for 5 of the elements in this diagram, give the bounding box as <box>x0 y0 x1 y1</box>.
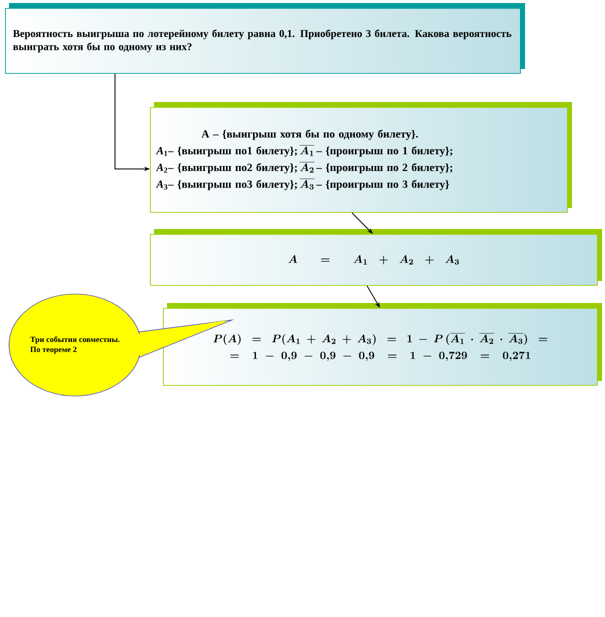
text-box: А – {выигрыш хотя бы по одному билету}. A$_{1}$– {выигрыш по1 билету}; $\overline{A_1}$– {проигрыш по 1 билету}; A$_{2}$– {выигрыш по2 билету}; $\overline{A_2}$– {проигрыш по 2 билету}; A$_{3}$– {выигрыш по3 билету}; $\overline{A_3}$– {проигрыш по 3 билету} <box>150 102 572 213</box>
text-box: $P(A)=P(A_1+A_2+A_3)=1-P\,(\overline{A_1}\cdot\overline{A_2}\cdot\overline{A_3})=$ $=1-0{,}9-0{,}9-0{,}9=1-0{,}729=0{,}271$ <box>163 303 602 386</box>
arrow <box>352 212 373 234</box>
text-box: $A= A_1+A_2+A_3$ <box>150 229 602 286</box>
text-box: Вероятность выигрыша по лотерейному билету равна 0,1. Приобретено 3 билета. Какова вероятность выиграть хотя бы по одному из них? <box>5 3 525 74</box>
